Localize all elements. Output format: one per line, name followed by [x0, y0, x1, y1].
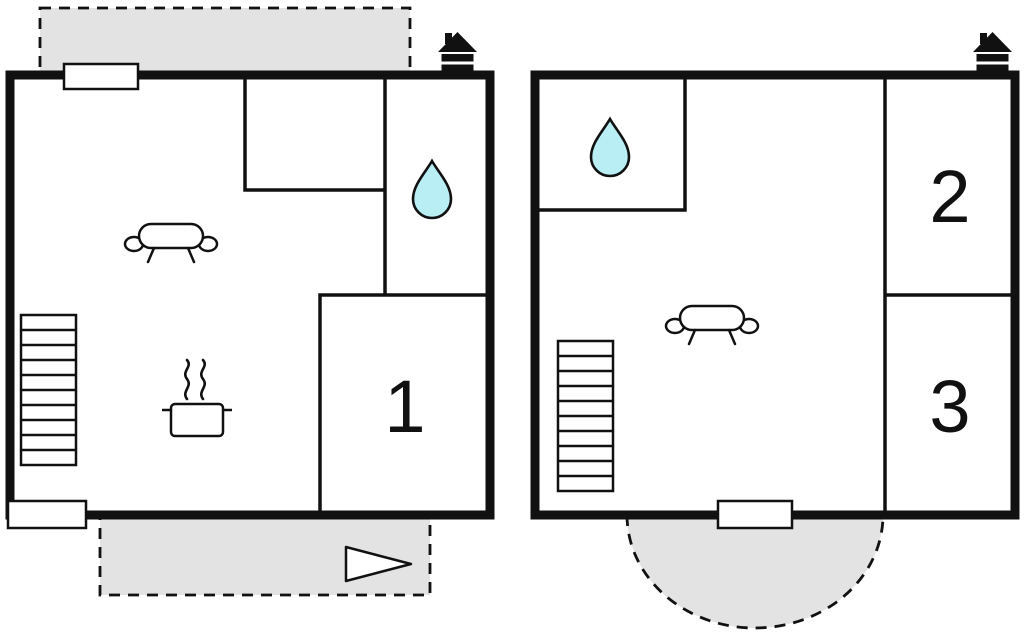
pot-body [169, 402, 225, 438]
interior-wall [243, 75, 385, 192]
stove-icon [162, 358, 232, 438]
room-label: 1 [384, 365, 425, 448]
room-label: 3 [929, 365, 970, 448]
entrance-opening [716, 499, 794, 530]
stairs-icon [19, 313, 78, 467]
stairs-icon [556, 339, 615, 493]
interior-wall [535, 75, 687, 212]
direction-arrow-icon [344, 545, 413, 583]
window-opening [62, 62, 140, 91]
terrace-bottom [98, 511, 432, 597]
room-label: 2 [929, 155, 970, 238]
steam-icon [200, 358, 206, 401]
interior-wall [318, 293, 490, 515]
ground-floor-plan: 1 [5, 6, 495, 597]
steam-icon [184, 358, 190, 401]
entrance-opening [6, 499, 88, 530]
house-icon [973, 32, 1012, 72]
house-icon [438, 32, 477, 72]
upper-floor-plan: 2 3 [530, 32, 1020, 630]
terrace-semicircle [625, 513, 885, 630]
